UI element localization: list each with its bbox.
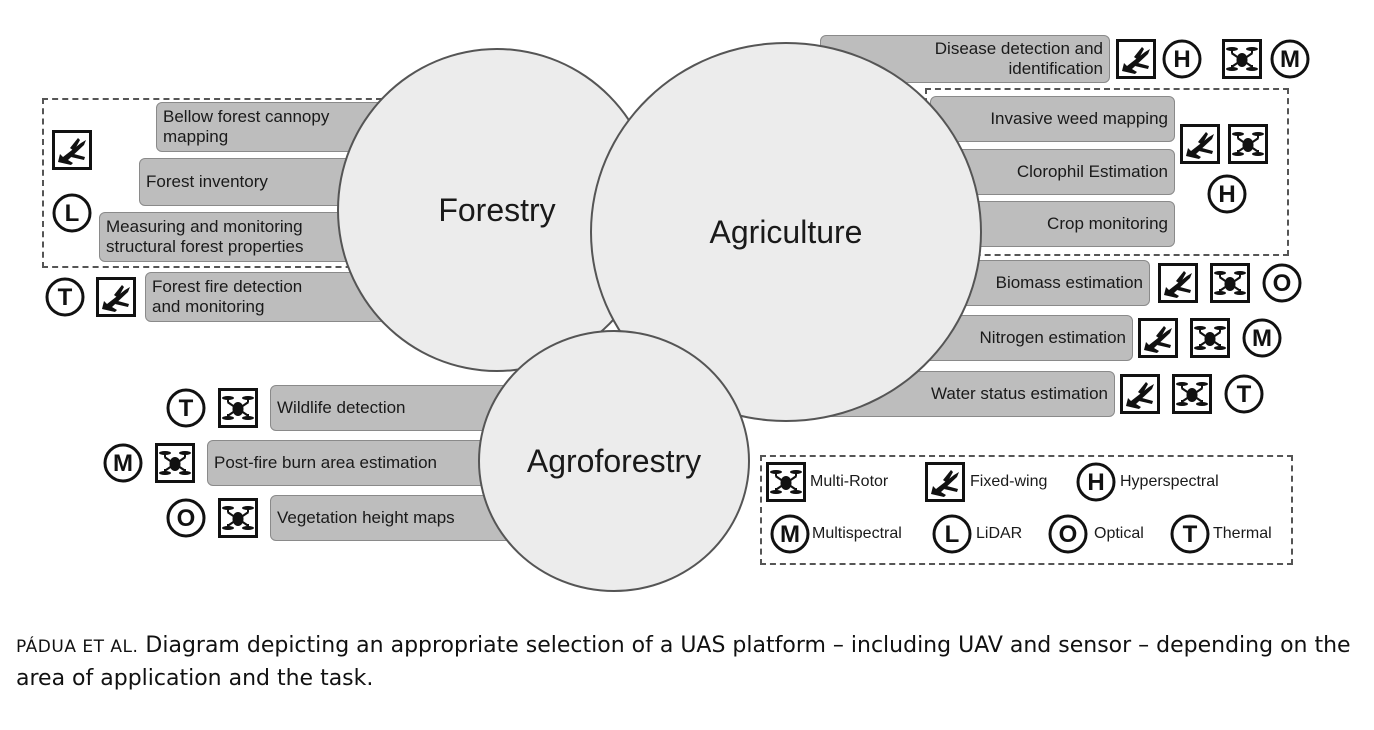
fixed-wing-icon [1180, 124, 1220, 164]
legend-thermal-icon: T [1170, 514, 1210, 554]
svg-text:L: L [945, 521, 960, 548]
svg-text:M: M [1252, 325, 1272, 352]
legend-optical-icon: O [1048, 514, 1088, 554]
agroforestry-label: Agroforestry [526, 442, 702, 479]
multi-rotor-icon [1190, 318, 1230, 358]
legend-hyperspectral-icon: H [1076, 462, 1116, 502]
legend-multispectral-icon: M [770, 514, 810, 554]
svg-text:M: M [1280, 46, 1300, 73]
legend-fixed-wing-label: Fixed-wing [970, 473, 1048, 490]
legend-fixed-wing-icon [925, 462, 965, 502]
svg-text:O: O [1273, 270, 1292, 297]
fixed-wing-icon [1120, 374, 1160, 414]
legend-lidar-icon: L [932, 514, 972, 554]
fixed-wing-icon [1138, 318, 1178, 358]
svg-text:H: H [1087, 469, 1104, 496]
optical-icon: O [166, 498, 206, 538]
multispectral-icon: M [103, 443, 143, 483]
legend-thermal-label: Thermal [1213, 525, 1272, 542]
svg-text:O: O [1059, 521, 1078, 548]
fixed-wing-icon [1158, 263, 1198, 303]
multispectral-icon: M [1242, 318, 1282, 358]
svg-text:L: L [65, 200, 80, 227]
thermal-icon: T [1224, 374, 1264, 414]
fixed-wing-icon [1116, 39, 1156, 79]
caption-text: Diagram depicting an appropriate selecti… [16, 633, 1351, 691]
thermal-icon: T [45, 277, 85, 317]
task-wildlife-detection: Wildlife detection [270, 385, 520, 431]
task-post-fire-burn-area: Post-fire burn area estimation [207, 440, 512, 486]
multi-rotor-icon [155, 443, 195, 483]
agroforestry-circle: Agroforestry [478, 330, 750, 592]
svg-text:H: H [1218, 181, 1235, 208]
svg-text:T: T [58, 284, 73, 311]
hyperspectral-icon: H [1207, 174, 1247, 214]
thermal-icon: T [166, 388, 206, 428]
figure-caption: PÁDUA ET AL. Diagram depicting an approp… [16, 630, 1361, 695]
agriculture-label: Agriculture [709, 213, 863, 250]
multispectral-icon: M [1270, 39, 1310, 79]
svg-text:T: T [1183, 521, 1198, 548]
multi-rotor-icon [218, 388, 258, 428]
svg-text:T: T [179, 395, 194, 422]
caption-author: PÁDUA ET AL. [16, 637, 139, 657]
svg-text:O: O [177, 505, 196, 532]
task-invasive-weed-mapping: Invasive weed mapping [930, 96, 1175, 142]
optical-icon: O [1262, 263, 1302, 303]
svg-text:H: H [1173, 46, 1190, 73]
legend-multi-rotor-label: Multi-Rotor [810, 473, 889, 490]
legend-lidar-label: LiDAR [976, 525, 1023, 542]
multi-rotor-icon [1172, 374, 1212, 414]
legend-hyperspectral-label: Hyperspectral [1120, 473, 1219, 490]
hyperspectral-icon: H [1162, 39, 1202, 79]
legend-optical-label: Optical [1094, 525, 1144, 542]
multi-rotor-icon [218, 498, 258, 538]
forestry-label: Forestry [438, 191, 556, 228]
legend-box [760, 455, 1293, 565]
legend-multispectral-label: Multispectral [812, 525, 902, 542]
task-vegetation-height-maps: Vegetation height maps [270, 495, 520, 541]
multi-rotor-icon [1228, 124, 1268, 164]
fixed-wing-icon [96, 277, 136, 317]
svg-text:T: T [1237, 381, 1252, 408]
lidar-icon: L [52, 193, 92, 233]
svg-text:M: M [113, 450, 133, 477]
multi-rotor-icon [1222, 39, 1262, 79]
multi-rotor-icon [1210, 263, 1250, 303]
fixed-wing-icon [52, 130, 92, 170]
legend-multi-rotor-icon [766, 462, 806, 502]
svg-text:M: M [780, 521, 800, 548]
